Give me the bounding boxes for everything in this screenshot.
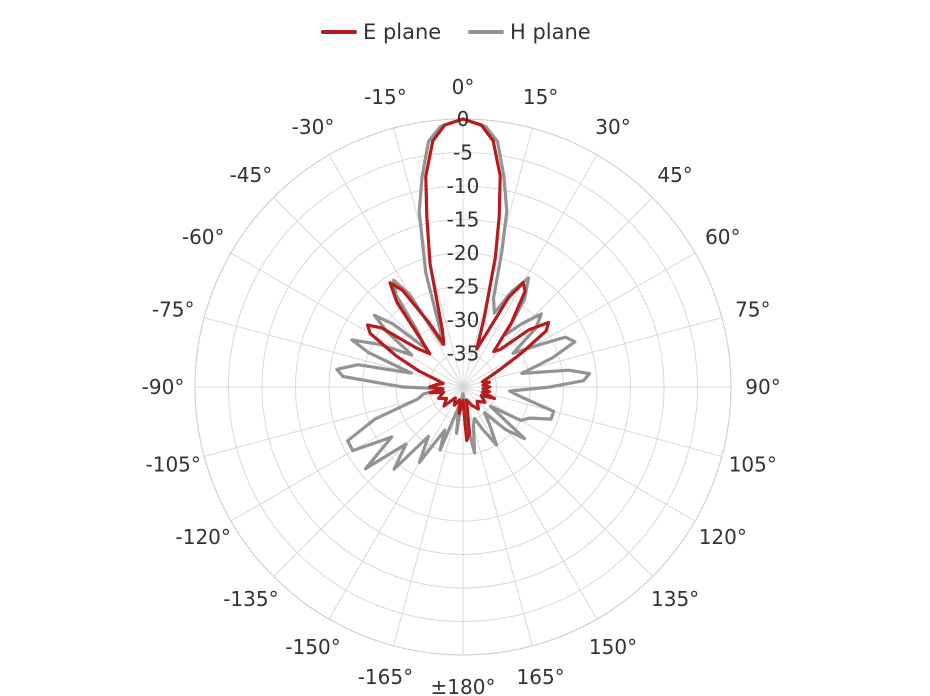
angular-tick-label: 105°: [729, 453, 777, 477]
angular-tick-label: -105°: [146, 453, 201, 477]
radial-tick-label: -30: [447, 308, 480, 332]
radial-tick-label: -15: [447, 208, 480, 232]
grid-spoke: [328, 386, 464, 620]
legend-item-h-plane[interactable]: H plane: [468, 20, 591, 44]
angular-tick-label: -150°: [285, 635, 340, 659]
angular-tick-labels: 0° 15° 30° 45° 60° 75° 90° 105° 120° 135° 150° 165°…: [142, 75, 781, 696]
angular-tick-label: -60°: [182, 225, 225, 249]
angular-tick-label: -75°: [152, 297, 195, 321]
legend: E plane H plane: [321, 20, 591, 44]
angular-tick-label: 135°: [651, 587, 699, 611]
angular-tick-label: 60°: [705, 225, 740, 249]
angular-tick-label: 15°: [523, 85, 558, 109]
grid-spoke: [393, 386, 464, 646]
grid-spoke: [462, 128, 533, 388]
grid-spoke: [328, 154, 464, 388]
grid-spoke: [462, 252, 696, 388]
grid-spoke: [462, 317, 722, 388]
angular-tick-label: -45°: [230, 163, 273, 187]
angular-tick-label: -30°: [292, 115, 335, 139]
grid-spoke: [230, 386, 464, 522]
grid-spoke: [462, 386, 696, 522]
legend-label-h-plane: H plane: [510, 20, 591, 44]
grid-spoke: [230, 252, 464, 388]
angular-tick-label: 150°: [589, 635, 637, 659]
radial-tick-label: -35: [447, 342, 480, 366]
angular-tick-label: -90°: [142, 375, 185, 399]
series-layer: [335, 117, 592, 471]
legend-item-e-plane[interactable]: E plane: [321, 20, 441, 44]
polar-grid: [194, 118, 732, 656]
angular-tick-label: 120°: [699, 525, 747, 549]
angular-tick-label: 45°: [657, 163, 692, 187]
grid-spoke: [462, 154, 598, 388]
angular-tick-label: -15°: [364, 85, 407, 109]
grid-spoke: [204, 317, 464, 388]
angular-tick-label: 165°: [517, 665, 565, 689]
grid-spoke: [273, 197, 464, 388]
legend-label-e-plane: E plane: [363, 20, 441, 44]
grid-spoke: [462, 197, 653, 388]
grid-spoke: [462, 386, 722, 457]
radial-tick-label: -5: [453, 141, 473, 165]
angular-tick-label: 0°: [452, 75, 475, 99]
angular-tick-label: 30°: [595, 115, 630, 139]
grid-spoke: [462, 386, 653, 577]
angular-tick-label: 75°: [735, 297, 770, 321]
series-line-e-plane: [365, 117, 551, 443]
grid-spoke: [462, 386, 598, 620]
radial-tick-labels: 0 -5 -10 -15 -20 -25 -30 -35: [447, 107, 480, 366]
radial-tick-label: 0: [457, 107, 470, 131]
radial-tick-label: -25: [447, 275, 480, 299]
radial-tick-label: -10: [447, 174, 480, 198]
radial-tick-label: -20: [447, 241, 480, 265]
grid-spoke: [273, 386, 464, 577]
angular-tick-label: -165°: [358, 665, 413, 689]
angular-tick-label: -120°: [176, 525, 231, 549]
angular-tick-label: 90°: [745, 375, 780, 399]
angular-tick-label: -135°: [223, 587, 278, 611]
angular-tick-label: ±180°: [431, 675, 496, 696]
